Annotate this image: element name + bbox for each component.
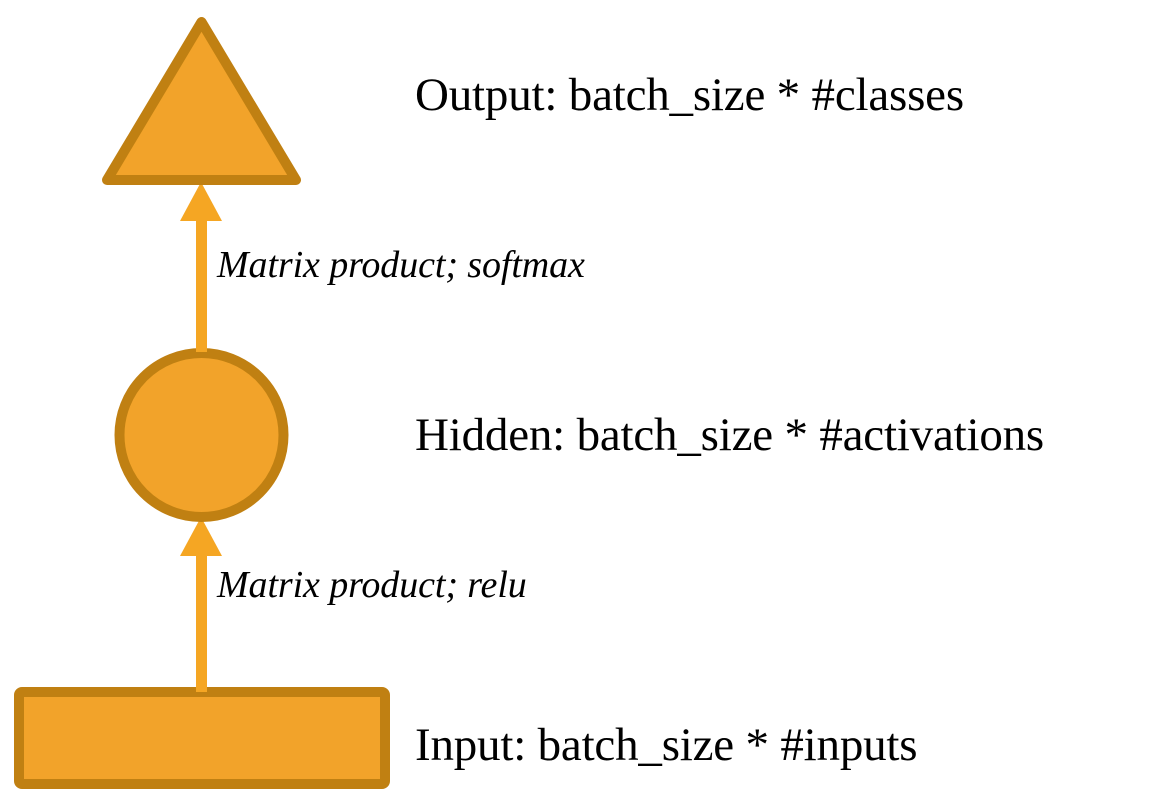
input-node-rectangle[interactable] [14, 687, 390, 789]
hidden-node-circle[interactable] [114, 348, 289, 522]
hidden-to-output-arrow [180, 182, 222, 352]
output-layer-label: Output: batch_size * #classes [415, 69, 964, 121]
input-to-hidden-edge-label: Matrix product; relu [217, 564, 527, 606]
hidden-to-output-edge-label: Matrix product; softmax [217, 244, 585, 286]
input-layer-label: Input: batch_size * #inputs [415, 719, 918, 771]
input-to-hidden-arrow [180, 517, 222, 692]
hidden-layer-label: Hidden: batch_size * #activations [415, 409, 1045, 461]
output-node-triangle[interactable] [102, 17, 301, 185]
